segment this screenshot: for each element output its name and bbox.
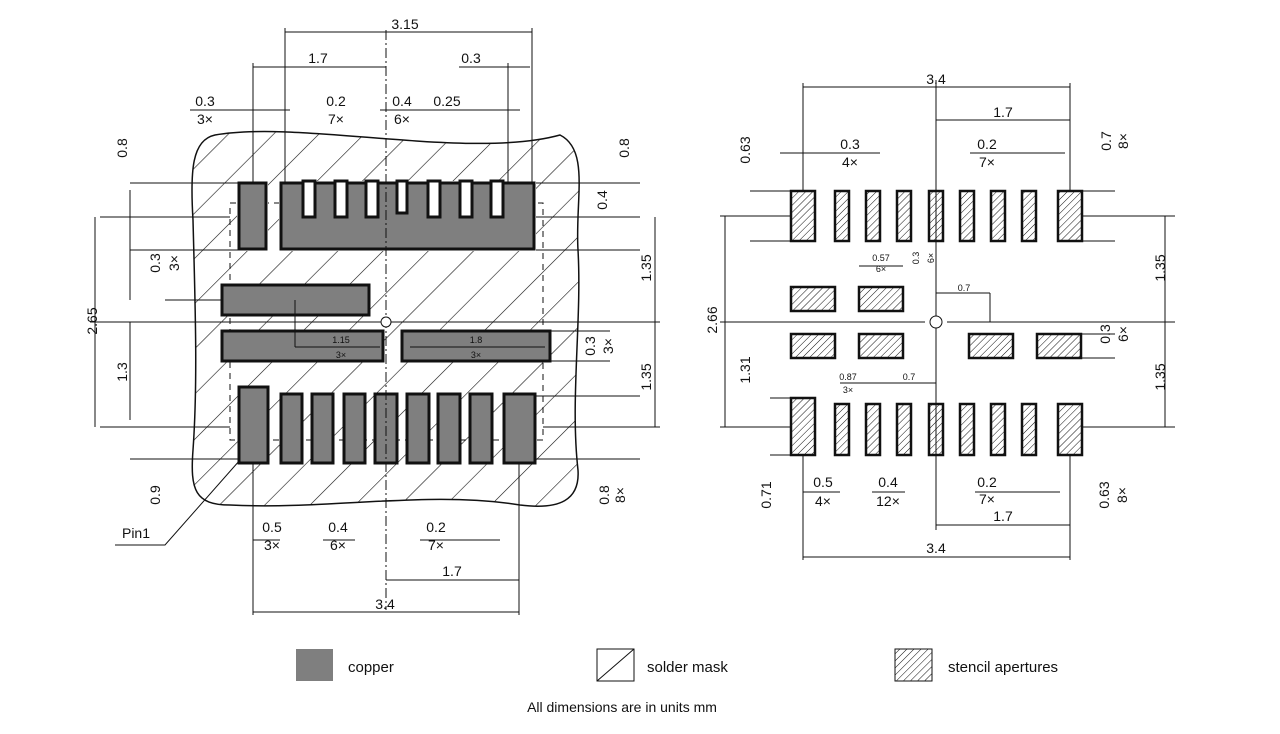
dim-label: 0.7 [958, 283, 971, 293]
dim-label: 1.7 [993, 104, 1013, 120]
origin-marker [380, 316, 392, 328]
dim-label: 0.4 [594, 190, 610, 210]
dim-label: 0.2 [326, 93, 346, 109]
dim-label: 3× [600, 338, 616, 354]
dim-label: 1.35 [638, 363, 654, 390]
dim-label: 3.4 [926, 71, 946, 87]
dim-label: 0.5 [262, 519, 282, 535]
dim-label: 6× [330, 537, 346, 553]
dim-label: 2.66 [704, 306, 720, 333]
dim-label: 3× [166, 255, 182, 271]
dim-label: 8× [612, 487, 628, 503]
dim-label: 3.4 [926, 540, 946, 556]
dim-label: 7× [979, 154, 995, 170]
left-footprint: 3.15 1.7 0.3 0.3 3× 0.2 7× 0.4 6× 0.25 0… [84, 16, 660, 615]
dim-label: 0.3 [582, 336, 598, 356]
left-dimension-lines [94, 28, 660, 615]
dim-label: 0.3 [195, 93, 215, 109]
dim-label: 6× [1115, 326, 1131, 342]
dim-label: 3× [843, 385, 853, 395]
dim-label: 0.8 [114, 138, 130, 158]
dim-label: 8× [1115, 133, 1131, 149]
dim-label: 12× [876, 493, 900, 509]
dim-label: 0.87 [839, 372, 857, 382]
legend-stencil: stencil apertures [948, 659, 1058, 676]
pad-bar-2 [220, 329, 385, 363]
dim-label: 1.7 [308, 50, 328, 66]
legend-solder-mask: solder mask [647, 659, 728, 676]
pin1-label: Pin1 [122, 525, 150, 541]
dim-label: 0.3 [1097, 324, 1113, 344]
dim-label: 7× [979, 491, 995, 507]
dim-label: 0.8 [616, 138, 632, 158]
copper-swatch [296, 649, 333, 681]
dim-label: 4× [842, 154, 858, 170]
dim-label: 3× [336, 350, 346, 360]
comb-notches [301, 179, 505, 219]
stencil-pads-middle [789, 285, 1083, 360]
dim-label: 0.57 [872, 253, 890, 263]
dim-label: 0.3 [461, 50, 481, 66]
dim-label: 8× [1114, 487, 1130, 503]
units-note: All dimensions are in units mm [527, 699, 717, 715]
dim-label: 0.7 [1098, 131, 1114, 151]
origin-marker [929, 315, 943, 329]
legend-copper: copper [348, 659, 394, 676]
dim-label: 3× [264, 537, 280, 553]
dim-label: 0.9 [147, 485, 163, 505]
bottom-pads [237, 385, 537, 465]
dim-label: 0.2 [977, 136, 997, 152]
dim-label: 1.15 [332, 335, 350, 345]
dim-label: 1.35 [1152, 254, 1168, 281]
dim-label: 0.3 [840, 136, 860, 152]
right-dimension-lines [720, 83, 1175, 560]
dim-label: 0.2 [426, 519, 446, 535]
dim-label: 7× [428, 537, 444, 553]
dim-label: 3× [197, 111, 213, 127]
dim-label: 0.63 [737, 136, 753, 163]
pad-pin1-top [237, 181, 268, 251]
dim-label: 1.3 [114, 362, 130, 382]
pad-bar-3 [400, 329, 552, 363]
dim-label: 0.8 [596, 485, 612, 505]
stencil-swatch [894, 648, 933, 682]
dim-label: 2.65 [84, 307, 100, 334]
dim-label: 3.15 [391, 16, 418, 32]
dim-label: 1.8 [470, 335, 483, 345]
right-stencil: 3.4 1.7 0.3 4× 0.2 7× 0.63 0.7 8× 0.57 6… [704, 71, 1175, 560]
dim-label: 6× [926, 253, 936, 263]
dim-label: 1.35 [638, 254, 654, 281]
dim-label: 3× [471, 350, 481, 360]
legend: copper solder mask stencil apertures All… [296, 648, 1058, 715]
dim-label: 0.25 [433, 93, 460, 109]
dim-label: 0.4 [328, 519, 348, 535]
dim-label: 0.4 [878, 474, 898, 490]
dim-label: 0.71 [758, 481, 774, 508]
dim-label: 0.63 [1096, 481, 1112, 508]
dim-label: 1.35 [1152, 363, 1168, 390]
dim-label: 4× [815, 493, 831, 509]
dim-label: 0.3 [911, 252, 921, 265]
dim-label: 0.4 [392, 93, 412, 109]
dim-label: 0.7 [903, 372, 916, 382]
dim-label: 0.5 [813, 474, 833, 490]
dim-label: 0.3 [147, 253, 163, 273]
dim-label: 0.2 [977, 474, 997, 490]
dim-label: 6× [876, 264, 886, 274]
dim-label: 1.7 [442, 563, 462, 579]
dim-label: 3.4 [375, 596, 395, 612]
dim-label: 1.7 [993, 508, 1013, 524]
dim-label: 7× [328, 111, 344, 127]
stencil-pads-top [789, 189, 1084, 243]
dim-label: 1.31 [737, 356, 753, 383]
dim-label: 6× [394, 111, 410, 127]
